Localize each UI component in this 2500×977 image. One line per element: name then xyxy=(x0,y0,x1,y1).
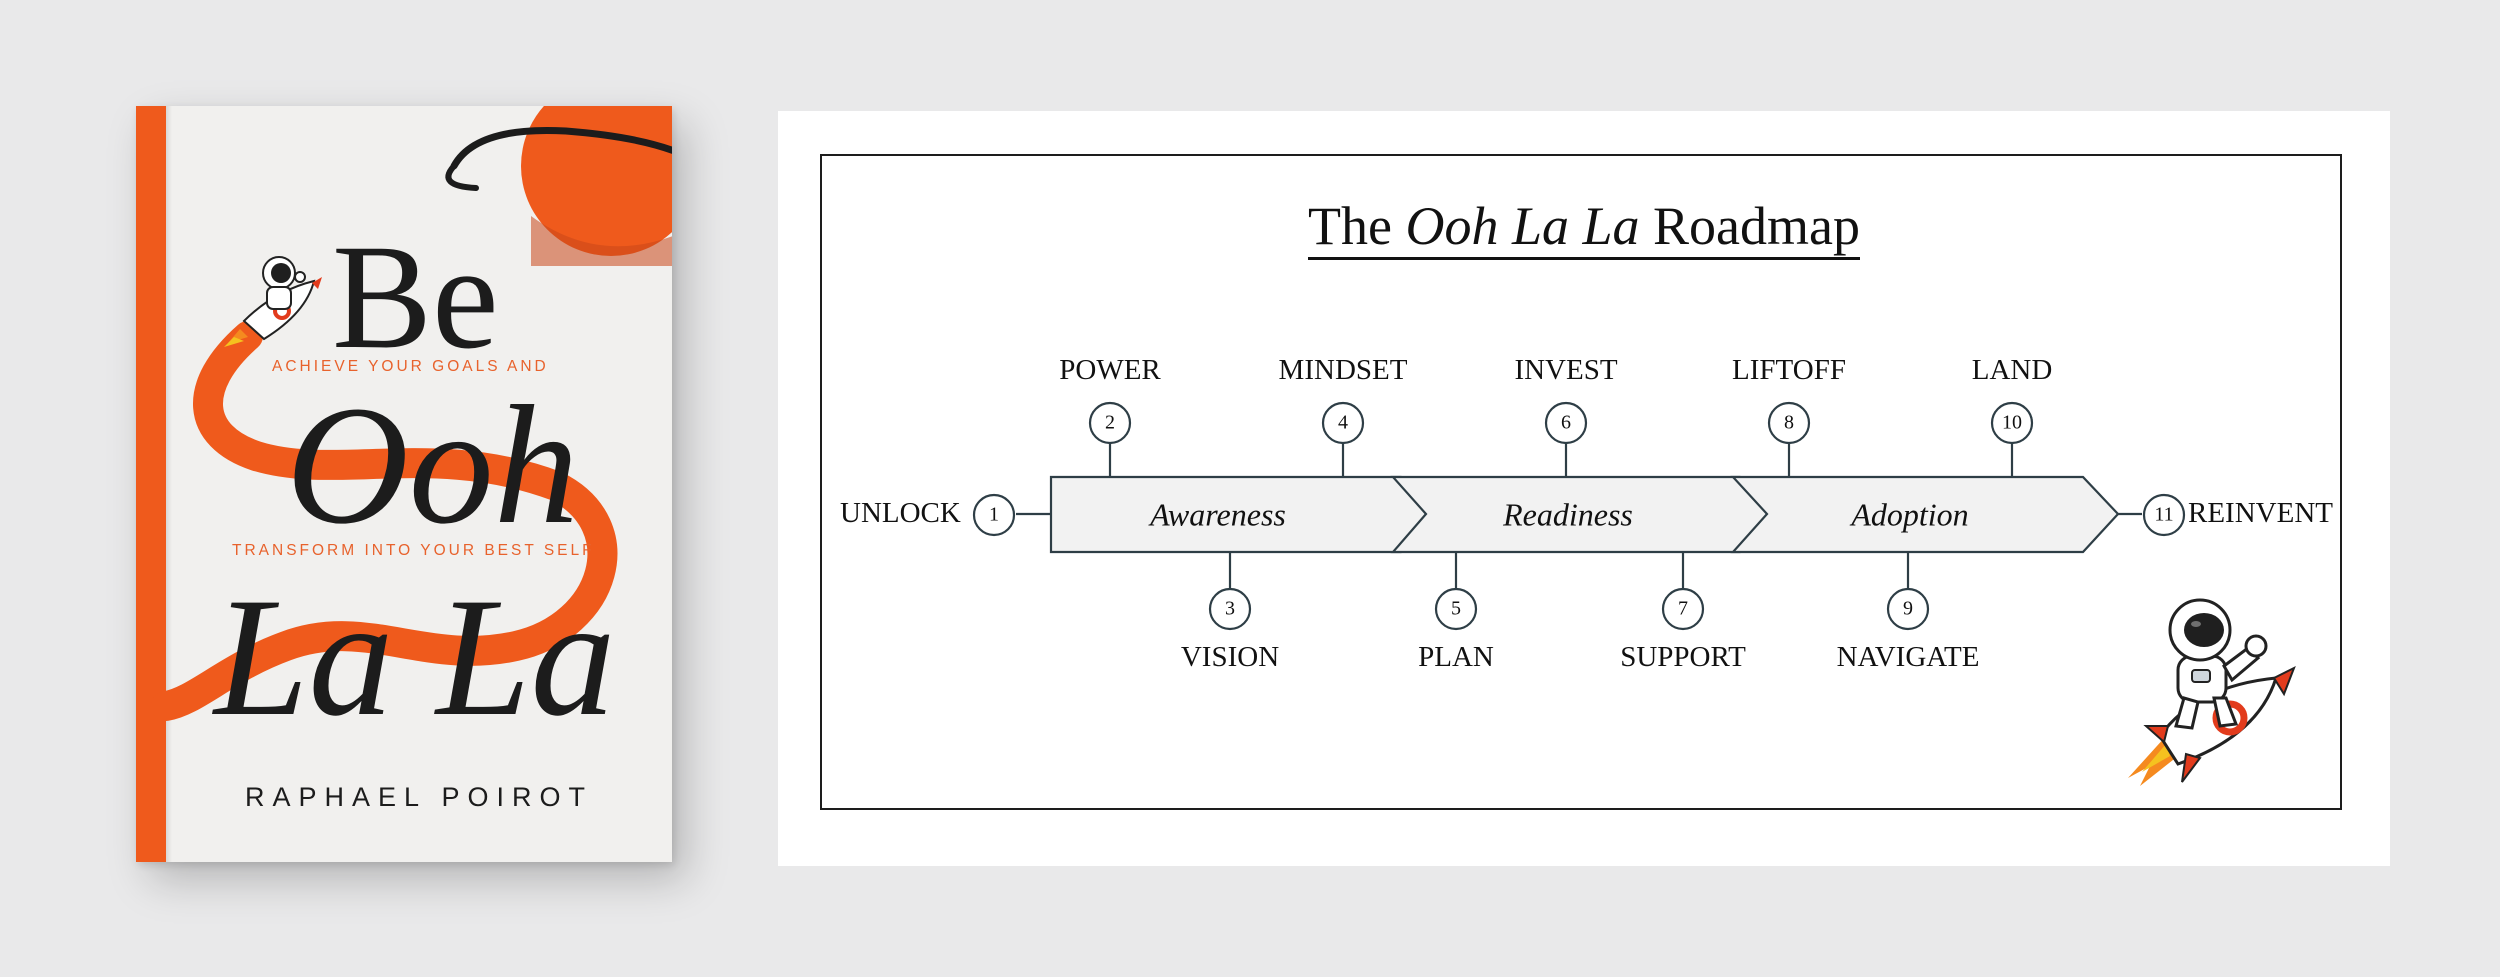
step-label-support: SUPPORT xyxy=(1620,641,1746,673)
astronaut-rocket-icon xyxy=(2128,598,2296,786)
step-circle-6 xyxy=(1544,401,1588,445)
step-number-7: 7 xyxy=(1678,597,1688,620)
step-circle-9 xyxy=(1886,587,1930,631)
book-spine xyxy=(136,106,166,862)
step-number-10: 10 xyxy=(2002,411,2022,434)
phase-label-adoption: Adoption xyxy=(1851,496,1969,533)
step-number-11: 11 xyxy=(2154,503,2174,526)
step-label-land: LAND xyxy=(1971,354,2053,386)
step-circle-5 xyxy=(1434,587,1478,631)
step-circle-11 xyxy=(2142,493,2186,537)
step-number-3: 3 xyxy=(1225,597,1235,620)
planet-icon xyxy=(445,106,672,266)
roadmap-title: The Ooh La La Roadmap xyxy=(778,195,2390,260)
phase-label-awareness: Awareness xyxy=(1150,496,1286,533)
step-number-9: 9 xyxy=(1903,597,1913,620)
step-label-unlock: UNLOCK xyxy=(840,497,961,529)
cover-artwork xyxy=(151,106,672,721)
step-label-navigate: NAVIGATE xyxy=(1836,641,1980,673)
step-label-power: POWER xyxy=(1059,354,1161,386)
step-label-mindset: MINDSET xyxy=(1278,354,1408,386)
astronaut-rocket-icon xyxy=(224,256,322,347)
swoosh-path xyxy=(151,321,618,721)
step-circle-8 xyxy=(1767,401,1811,445)
step-number-6: 6 xyxy=(1561,411,1571,434)
cover-tagline-1: ACHIEVE YOUR GOALS AND xyxy=(272,358,549,375)
step-label-vision: VISION xyxy=(1180,641,1280,673)
step-circle-4 xyxy=(1321,401,1365,445)
title-suffix: Roadmap xyxy=(1653,196,1860,256)
title-italic: Ooh La La xyxy=(1405,196,1640,256)
step-number-2: 2 xyxy=(1105,411,1115,434)
roadmap-diagram xyxy=(972,401,2186,631)
book-cover: Be ACHIEVE YOUR GOALS AND Ooh TRANSFORM … xyxy=(136,106,672,862)
step-label-plan: PLAN xyxy=(1418,641,1494,673)
cover-title-ooh: Ooh xyxy=(286,371,579,559)
roadmap-frame xyxy=(820,154,2342,810)
step-label-liftoff: LIFTOFF xyxy=(1732,354,1846,386)
spine-shadow xyxy=(166,106,172,862)
title-prefix: The xyxy=(1308,196,1392,256)
cover-tagline-2: TRANSFORM INTO YOUR BEST SELF xyxy=(232,542,595,559)
step-label-invest: INVEST xyxy=(1514,354,1618,386)
step-number-8: 8 xyxy=(1784,411,1794,434)
cover-title-lala: La La xyxy=(214,563,616,751)
step-circle-3 xyxy=(1208,587,1252,631)
step-number-4: 4 xyxy=(1338,411,1348,434)
step-circle-10 xyxy=(1990,401,2034,445)
step-number-1: 1 xyxy=(989,503,999,526)
step-label-reinvent: REINVENT xyxy=(2188,497,2333,529)
step-circle-1 xyxy=(972,493,1016,537)
step-circle-2 xyxy=(1088,401,1132,445)
step-number-5: 5 xyxy=(1451,597,1461,620)
phase-arrow-adoption xyxy=(1730,475,2120,554)
phase-label-readiness: Readiness xyxy=(1503,496,1633,533)
cover-title-be: Be xyxy=(332,214,499,380)
step-circle-7 xyxy=(1661,587,1705,631)
cover-author: RAPHAEL POIROT xyxy=(244,782,594,812)
roadmap-card: The Ooh La La Roadmap xyxy=(778,111,2390,866)
